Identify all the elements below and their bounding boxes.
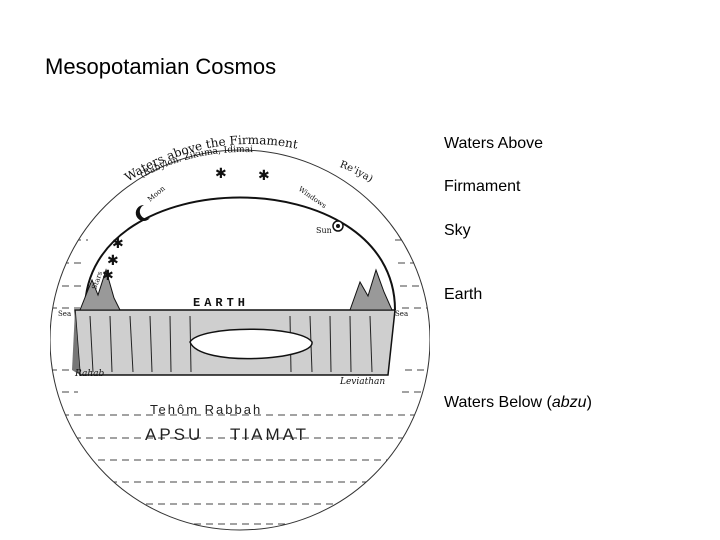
tiamat-label: TIAMAT [230,425,309,444]
underground-cavern [189,328,313,360]
moon-icon [135,204,150,221]
svg-text:✱: ✱ [258,168,270,184]
label-waters-below-text: Waters Below ( [444,394,552,411]
cosmos-diagram: ✱ ✱ ✱ ✱ ✱ Waters above the Firmament (Ba… [50,120,430,540]
svg-text:✱: ✱ [215,166,227,182]
mountains-left [79,268,121,311]
label-abzu: abzu [551,394,587,411]
cosmos-outline [50,149,430,531]
sea-right-label: Sea [395,310,408,318]
svg-text:✱: ✱ [112,236,124,252]
label-waters-below-close: ) [586,394,592,411]
rahab-label: Rahab [74,369,105,379]
label-waters-above: Waters Above [444,135,544,152]
label-earth: Earth [444,286,483,303]
cosmos-diagram-svg: ✱ ✱ ✱ ✱ ✱ Waters above the Firmament (Ba… [50,133,430,531]
slide-title: Mesopotamian Cosmos [45,54,277,79]
svg-text:✱: ✱ [102,268,114,284]
apsu-label: APSU [145,425,203,444]
sun-label: Sun [316,226,332,235]
earth-label: EARTH [193,296,249,310]
earth-block [72,309,396,376]
moon-label: Moon [146,184,167,203]
label-sky: Sky [444,222,471,239]
firmament-dome [84,196,396,311]
star-icons: ✱ ✱ ✱ ✱ ✱ [102,166,270,284]
label-waters-below: Waters Below (abzu) [444,394,592,412]
mountains-right [349,268,393,311]
sun-icon [332,220,344,232]
sea-left-label: Sea [58,310,71,318]
svg-text:✱: ✱ [107,253,119,269]
leviathan-label: Leviathan [339,377,385,387]
label-firmament: Firmament [444,178,521,195]
tehom-label: Tehôm Rabbah [150,402,262,417]
